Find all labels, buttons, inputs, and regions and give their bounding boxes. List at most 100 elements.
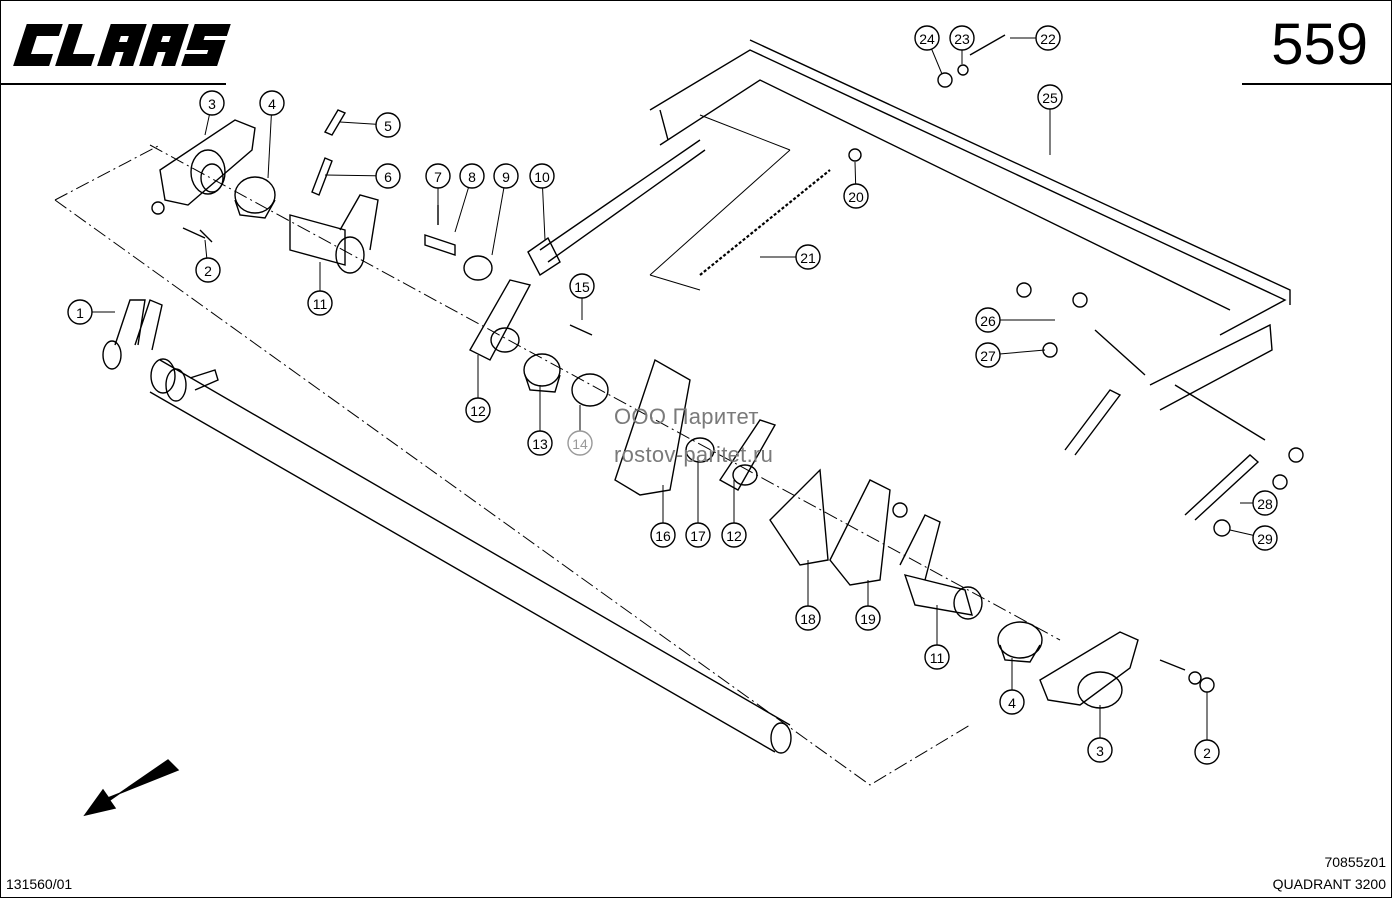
pin-27 <box>1042 342 1058 358</box>
roll-pin-6 <box>311 157 333 196</box>
spring-21 <box>699 169 831 276</box>
washer-29-b <box>1272 474 1288 490</box>
callout-2: 2 <box>1194 739 1220 765</box>
plate-16 <box>614 358 691 496</box>
bolt-2-left <box>182 227 213 243</box>
frame-25 <box>649 39 1291 411</box>
pin-19-clip <box>892 502 908 518</box>
callout-number: 12 <box>726 528 742 544</box>
callout-3: 3 <box>1087 737 1113 763</box>
callout-balloon <box>307 290 333 316</box>
assembly-centerline <box>54 144 1061 786</box>
callout-7: 7 <box>425 163 451 189</box>
callout-number: 9 <box>502 169 510 185</box>
model-name: QUADRANT 3200 <box>1272 876 1386 892</box>
bushing-9 <box>463 255 493 281</box>
bearing-flange-right <box>1039 631 1139 709</box>
callout-balloon <box>795 244 821 270</box>
link-plate-12-upper <box>469 279 532 361</box>
callout-number: 7 <box>434 169 442 185</box>
callout-balloon <box>529 163 555 189</box>
sheet-id: 131560/01 <box>6 876 73 892</box>
callout-3: 3 <box>199 90 225 116</box>
drawing-code: 70855z01 <box>1324 854 1386 870</box>
bushing-right <box>997 621 1043 659</box>
callout-balloon <box>1087 737 1113 763</box>
pin-8 <box>424 234 456 256</box>
callout-number: 2 <box>1203 745 1211 761</box>
callout-number: 20 <box>848 189 864 205</box>
callout-number: 13 <box>532 436 548 452</box>
callout-balloon <box>855 605 881 631</box>
callout-4: 4 <box>259 90 285 116</box>
callout-balloon <box>843 183 869 209</box>
callout-number: 4 <box>1008 695 1016 711</box>
callout-23: 23 <box>949 25 975 51</box>
callout-balloon <box>465 397 491 423</box>
callout-12: 12 <box>465 397 491 423</box>
callout-balloon <box>569 273 595 299</box>
washer-2-right <box>1188 671 1202 685</box>
lever-tube-left <box>289 194 379 274</box>
lever-tube-right <box>899 514 983 620</box>
callout-1: 1 <box>67 299 93 325</box>
bushing-14 <box>571 373 609 407</box>
bushing-13 <box>523 353 561 387</box>
nut-2-right <box>1199 677 1215 693</box>
callout-8: 8 <box>459 163 485 189</box>
callout-number: 3 <box>208 96 216 112</box>
callout-balloon <box>1194 739 1220 765</box>
link-straps-28 <box>1064 329 1266 521</box>
callout-number: 27 <box>980 348 996 364</box>
callout-balloon <box>567 430 593 456</box>
claas-logo-graphic <box>13 24 231 66</box>
callout-number: 14 <box>572 436 588 452</box>
callout-number: 1 <box>76 305 84 321</box>
washer-29-a <box>1213 519 1231 537</box>
callout-balloon <box>975 342 1001 368</box>
callout-6: 6 <box>375 163 401 189</box>
callout-number: 8 <box>468 169 476 185</box>
claas-logo <box>8 14 240 76</box>
callout-number: 3 <box>1096 743 1104 759</box>
callout-17: 17 <box>685 522 711 548</box>
pin-26-b <box>1072 292 1088 308</box>
watermark-website: rostov-paritet.ru <box>614 442 774 467</box>
washer-20 <box>848 148 862 162</box>
callout-number: 6 <box>384 169 392 185</box>
callout-16: 16 <box>650 522 676 548</box>
callout-19: 19 <box>855 605 881 631</box>
washer-23 <box>957 64 969 76</box>
callout-number: 17 <box>690 528 706 544</box>
callout-balloon <box>975 307 1001 333</box>
callout-balloon <box>1252 525 1278 551</box>
callout-leader <box>491 175 507 256</box>
callout-number: 12 <box>470 403 486 419</box>
callout-balloon <box>795 605 821 631</box>
callout-balloon <box>375 112 401 138</box>
main-shaft-part-1 <box>102 299 792 754</box>
callout-10: 10 <box>529 163 555 189</box>
callout-12: 12 <box>721 522 747 548</box>
callout-balloon <box>914 25 940 51</box>
callout-15: 15 <box>569 273 595 299</box>
callout-4: 4 <box>999 689 1025 715</box>
washer-17 <box>685 437 715 463</box>
callout-number: 15 <box>574 279 590 295</box>
callout-balloon <box>999 689 1025 715</box>
callout-balloon <box>195 257 221 283</box>
callout-balloon <box>1252 490 1278 516</box>
callout-number: 10 <box>534 169 550 185</box>
callout-balloon <box>459 163 485 189</box>
callout-balloon <box>375 163 401 189</box>
callout-number: 18 <box>800 611 816 627</box>
callout-number: 11 <box>313 296 328 312</box>
callout-number: 4 <box>268 96 276 112</box>
bearing-flange-left <box>159 119 256 206</box>
logo-underline <box>0 83 226 85</box>
watermark-company: ООО Паритет <box>614 404 759 429</box>
callout-balloon <box>685 522 711 548</box>
page-number-underline <box>1242 83 1392 85</box>
